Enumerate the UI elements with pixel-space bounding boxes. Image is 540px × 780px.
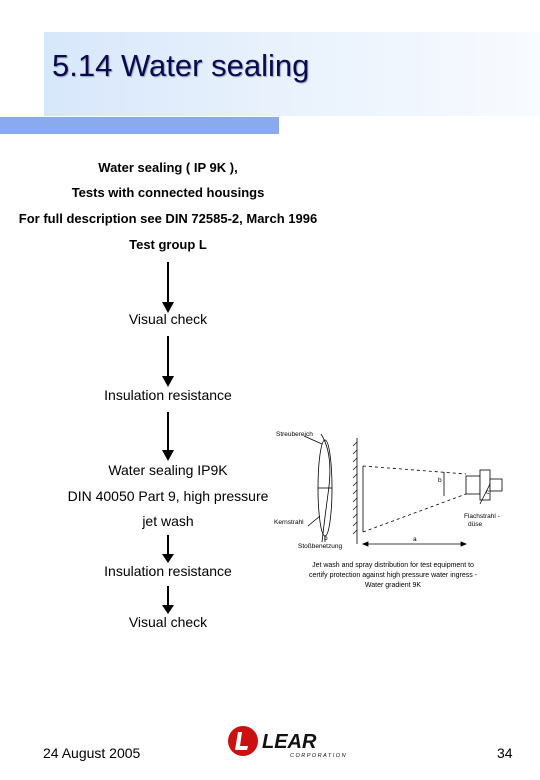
header-line-reference: For full description see DIN 72585-2, Ma… [18, 211, 318, 226]
logo-subtext: CORPORATION [290, 753, 347, 759]
footer-date: 24 August 2005 [43, 745, 141, 761]
step-jet-wash: jet wash [142, 513, 194, 529]
logo-wordmark: LEAR [262, 731, 317, 753]
header-line-ip9k: Water sealing ( IP 9K ), [98, 160, 238, 175]
header-line-tests: Tests with connected housings [71, 185, 265, 200]
header-line-test-group: Test group L [129, 237, 207, 252]
flow-arrow-2 [162, 336, 174, 387]
label-core-jet: Kernstrahl [274, 519, 304, 526]
caption-line-2: certify protection against high pressure… [308, 572, 478, 579]
label-dim-a: a [413, 536, 417, 543]
lear-logo: LEAR CORPORATION [228, 726, 347, 759]
title-accent-bar [0, 117, 279, 134]
flow-arrow-3 [162, 412, 174, 461]
step-insulation-resistance-1: Insulation resistance [104, 387, 232, 403]
flow-arrow-5 [162, 586, 174, 614]
step-visual-check-2: Visual check [128, 614, 208, 630]
page-number: 34 [497, 745, 513, 761]
spray-fan-profile [320, 433, 331, 543]
step-insulation-resistance-2: Insulation resistance [104, 563, 232, 579]
nozzle-body [465, 475, 481, 495]
label-nozzle-1: Flachstrahl - [464, 513, 500, 520]
label-nozzle-2: düse [468, 521, 482, 528]
caption-line-1: Jet wash and spray distribution for test… [312, 562, 474, 569]
label-jet-impact: Stoßbenetzung [298, 543, 342, 550]
step-water-sealing: Water sealing IP9K [108, 462, 228, 478]
label-dim-d: c [486, 489, 490, 496]
label-dim-b: b [438, 477, 442, 484]
slide-title: 5.14 Water sealing [52, 48, 310, 83]
spray-cone-upper [362, 465, 467, 475]
title-band [44, 32, 540, 116]
step-din-standard: DIN 40050 Part 9, high pressure [67, 488, 269, 504]
jet-wash-diagram: Streubereich Kernstrahl Stoßbenetzung Fl… [274, 431, 503, 550]
spray-cone-lower [362, 493, 467, 533]
label-dim-c: b [324, 535, 328, 542]
diagram-caption: Jet wash and spray distribution for test… [292, 561, 494, 591]
flow-arrow-4 [162, 535, 174, 563]
label-spray-area: Streubereich [276, 431, 313, 438]
step-visual-check-1: Visual check [128, 311, 208, 327]
flow-arrow-1 [162, 262, 174, 313]
caption-line-3: Water gradient 9K [364, 582, 422, 589]
